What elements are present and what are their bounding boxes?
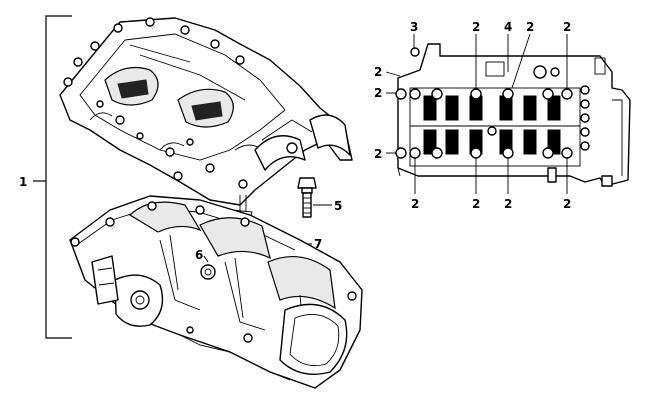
callout-2-top-b: 2 (526, 20, 534, 34)
callout-4: 4 (504, 20, 512, 34)
callout-2-bottom-b: 2 (472, 197, 480, 211)
callout-2-bottom-d: 2 (563, 197, 571, 211)
callout-6: 6 (195, 248, 203, 262)
upper-crankcase (59, 17, 353, 219)
lower-crankcase (69, 195, 363, 389)
callout-2-top-c: 2 (563, 20, 571, 34)
callout-2-top-a: 2 (472, 20, 480, 34)
crankcase-top-view (395, 43, 631, 187)
callout-2-left-a: 2 (374, 65, 382, 79)
assembly-bracket (33, 15, 72, 339)
callout-2-left-b: 2 (374, 86, 382, 100)
leader-lines (385, 33, 568, 194)
bolt-5 (297, 177, 317, 218)
callout-2-left-c: 2 (374, 147, 382, 161)
callout-2-bottom-a: 2 (411, 197, 419, 211)
callout-1: 1 (19, 175, 27, 189)
callout-7: 7 (314, 237, 322, 251)
callout-5: 5 (334, 199, 342, 213)
callout-3: 3 (410, 20, 418, 34)
callout-2-bottom-c: 2 (504, 197, 512, 211)
